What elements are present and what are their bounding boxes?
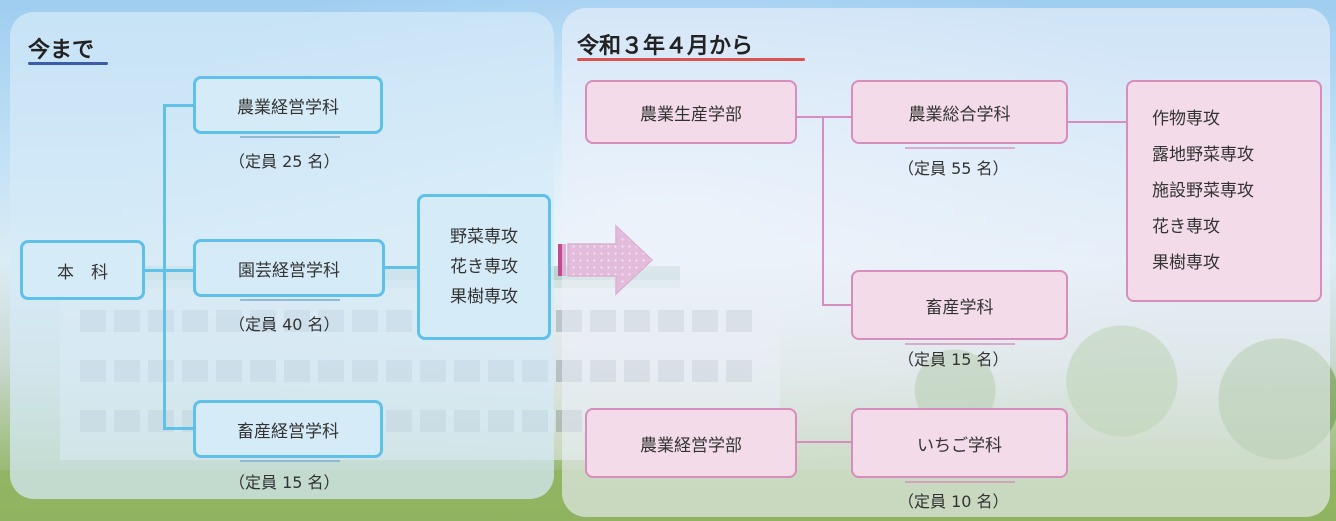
major-label: 果樹専攻 — [450, 287, 518, 307]
major-label: 花き専攻 — [450, 257, 518, 277]
department-underline — [905, 343, 1015, 345]
department-box-horticulture-management: 園芸経営学科 — [193, 239, 385, 297]
connector-line — [797, 441, 851, 443]
connector-line — [163, 104, 166, 430]
major-label: 花き専攻 — [1152, 217, 1220, 237]
department-capacity: （定員 55 名） — [898, 159, 1009, 178]
department-capacity: （定員 40 名） — [229, 315, 340, 334]
faculty-label: 農業生産学部 — [640, 104, 742, 125]
department-capacity: （定員 15 名） — [229, 473, 340, 492]
after-heading-underline — [577, 58, 805, 61]
root-course-label: 本 科 — [57, 262, 108, 283]
connector-line — [1068, 121, 1126, 123]
connector-line — [163, 104, 193, 107]
department-underline — [905, 481, 1015, 483]
majors-box-after: 作物専攻 露地野菜専攻 施設野菜専攻 花き専攻 果樹専攻 — [1126, 80, 1322, 302]
connector-line — [822, 304, 851, 306]
department-capacity: （定員 15 名） — [898, 350, 1009, 369]
department-box-general-agriculture: 農業総合学科 — [851, 80, 1068, 144]
faculty-box-agri-management: 農業経営学部 — [585, 408, 797, 478]
department-label: 農業経営学科 — [237, 97, 339, 118]
connector-line — [797, 116, 851, 118]
major-label: 野菜専攻 — [450, 227, 518, 247]
connector-line — [163, 427, 193, 430]
major-label: 施設野菜専攻 — [1152, 181, 1254, 201]
before-heading-underline — [28, 62, 108, 65]
department-label: いちご学科 — [917, 435, 1002, 456]
major-label: 作物専攻 — [1152, 109, 1220, 129]
faculty-label: 農業経営学部 — [640, 435, 742, 456]
department-box-livestock: 畜産学科 — [851, 270, 1068, 340]
majors-box-before: 野菜専攻 花き専攻 果樹専攻 — [417, 194, 551, 340]
major-label: 露地野菜専攻 — [1152, 145, 1254, 165]
faculty-box-agri-production: 農業生産学部 — [585, 80, 797, 144]
department-capacity: （定員 10 名） — [898, 492, 1009, 511]
department-box-livestock-management: 畜産経営学科 — [193, 400, 383, 458]
department-underline — [905, 147, 1015, 149]
department-box-agri-management: 農業経営学科 — [193, 76, 383, 134]
connector-line — [822, 116, 824, 306]
major-label: 果樹専攻 — [1152, 253, 1220, 273]
after-heading: 令和３年４月から — [577, 34, 754, 59]
root-course-box: 本 科 — [20, 240, 145, 300]
department-underline — [240, 299, 340, 301]
department-label: 農業総合学科 — [908, 104, 1011, 125]
department-underline — [240, 460, 340, 462]
connector-line — [385, 266, 417, 269]
department-capacity: （定員 25 名） — [229, 152, 340, 171]
department-underline — [240, 136, 340, 138]
connector-line — [145, 269, 193, 272]
department-label: 畜産学科 — [925, 297, 994, 318]
department-box-strawberry: いちご学科 — [851, 408, 1068, 478]
before-heading: 今まで — [28, 38, 95, 63]
department-label: 畜産経営学科 — [237, 421, 339, 442]
department-label: 園芸経営学科 — [238, 260, 340, 281]
